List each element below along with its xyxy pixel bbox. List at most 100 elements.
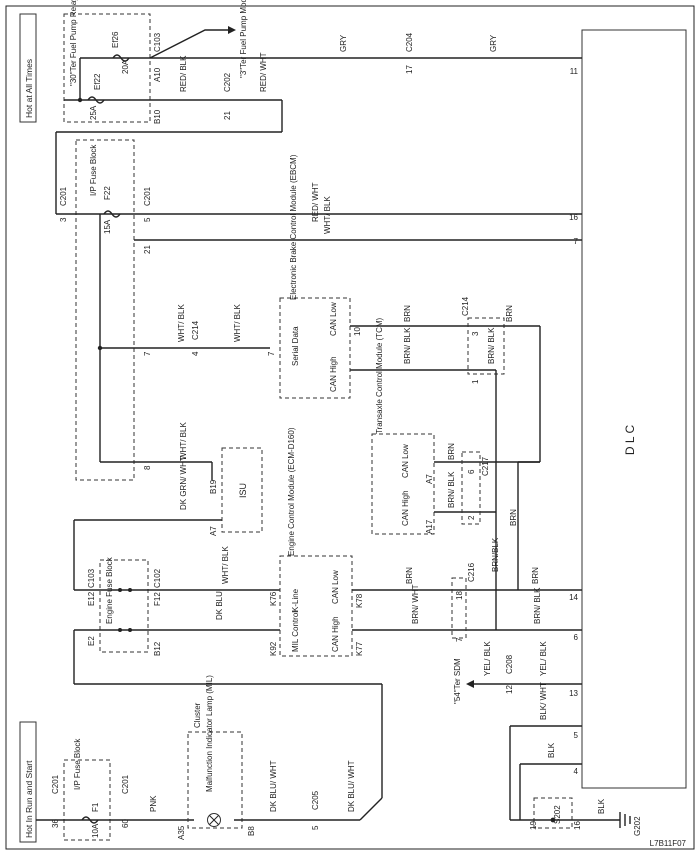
pin-a10: A10 (153, 67, 162, 82)
wire-label-brn-blk-tcm: BRN/ BLK (447, 471, 456, 508)
pin-e12: E12 (87, 591, 96, 606)
wire-label-brn-blk-c214: BRN/ BLK (487, 327, 496, 364)
arrow-fuel-pump-module (228, 26, 236, 34)
pin-1-c214: 1 (471, 379, 480, 384)
ecm-label: Engine Control Module (ECM-D160) (287, 427, 296, 556)
isu-outline (221, 447, 263, 533)
pin-f12: F12 (153, 592, 162, 606)
wire-label-red-wht-16: RED/ WHT (311, 182, 320, 222)
pin-60: 60 (121, 819, 130, 828)
pin-3-c214: 3 (471, 331, 480, 336)
hot-in-run-label: Hot In Run and Start (24, 760, 34, 838)
wire-label-brn-tcm: BRN (447, 443, 456, 460)
pin-16-s202: 16 (573, 821, 582, 830)
fuse-f1-label: F1 (91, 802, 100, 812)
pin-2-c217: 2 (467, 515, 476, 520)
ip-fuse-block-bottom-label: I/P Fuse Block (73, 738, 82, 790)
mil-lamp-label: Malfunction Indicator Lamp (MIL) (205, 675, 214, 792)
wire-label-brn-ecm: BRN (405, 567, 414, 584)
ecm-can-high: CAN High (331, 616, 340, 652)
connector-c201-bottom-right: C201 (121, 774, 130, 794)
ip-fuse-block-label: I/P Fuse Block (89, 144, 98, 196)
dlc-pin-6: 6 (574, 633, 579, 642)
wire-label-brn-vert: BRN (509, 509, 518, 526)
power-box-hot-in-run (19, 721, 37, 843)
pin-k76: K76 (269, 591, 278, 606)
diagram-border (5, 5, 695, 850)
connector-c201-left: C201 (59, 186, 68, 206)
fuse-ef26-symbol (112, 54, 130, 62)
pin-21-top: 21 (223, 111, 232, 120)
wire-label-yel-blk-2: YEL/ BLK (539, 641, 548, 676)
ebcm-can-low: CAN Low (329, 302, 338, 336)
wire-label-brn-wht: BRN/ WHT (411, 584, 420, 624)
dlc-pin-5: 5 (574, 731, 579, 740)
pin-8-ip: 8 (143, 465, 152, 470)
terminal-dot-2 (128, 588, 132, 592)
connector-c201-right: C201 (143, 186, 152, 206)
sdm-label: "54"Ter SDM (453, 658, 462, 704)
connector-c103-top: C103 (153, 32, 162, 52)
splice-dot-ebcm (97, 345, 103, 351)
cluster-label: Cluster (193, 702, 202, 728)
pin-7-ip: 7 (143, 351, 152, 356)
ip-fuse-block-outline (75, 139, 135, 481)
ecm-kline: K-Line (291, 588, 300, 612)
tcm-can-low: CAN Low (401, 444, 410, 478)
pin-a7-tcm: A7 (425, 474, 434, 484)
engine-fuse-block-top-outline (63, 13, 151, 123)
connector-c205: C205 (311, 790, 320, 810)
tcm-can-high: CAN High (401, 490, 410, 526)
c214-right-outline (467, 317, 505, 375)
ebcm-can-high: CAN High (329, 356, 338, 392)
dlc-box (581, 29, 687, 789)
ecm-outline (279, 555, 353, 657)
fuse-f22-symbol (103, 210, 121, 218)
pin-36: 36 (51, 819, 60, 828)
tcm-outline (371, 433, 435, 535)
wire-label-dk-blu-wht-2: DK BLU/ WHT (347, 760, 356, 812)
s202-outline (533, 797, 573, 829)
dlc-pin-16: 16 (569, 213, 578, 222)
wire-label-wht-blk-kline: WHT/ BLK (221, 546, 230, 584)
wire-label-brn-blk-ebcm: BRN/ BLK (403, 327, 412, 364)
wire-label-brn-dlc: BRN (531, 567, 540, 584)
c217-outline (461, 451, 481, 525)
hot-at-all-times-label: Hot at All Times (24, 59, 34, 118)
pin-a35: A35 (177, 825, 186, 840)
pin-18: 18 (455, 591, 464, 600)
wire-label-wht-blk-isu: WHT/ BLK (179, 422, 188, 460)
ip-fuse-block-bottom-outline (63, 759, 111, 841)
ebcm-serial: Serial Data (291, 326, 300, 366)
wire-label-blk-wht: BLK/ WHT (539, 682, 548, 720)
fuel-pump-relay-label: "30"Ter Fuel Pump Relay (69, 0, 78, 86)
fuse-f1-amp: 10A (91, 823, 100, 838)
pin-b8: B8 (247, 826, 256, 836)
connector-c103-left: C103 (87, 568, 96, 588)
connector-c216: C216 (467, 562, 476, 582)
fuse-ef22-label: Ef22 (93, 73, 102, 90)
wire-label-gry-2: GRY (489, 34, 498, 52)
wire-label-brn-c214: BRN (505, 305, 514, 322)
wire-dk-blu-wht-join (359, 797, 383, 821)
wire-label-gry-1: GRY (339, 34, 348, 52)
g202-label: G202 (633, 816, 642, 836)
ebcm-outline (279, 297, 351, 399)
dlc-pin-11: 11 (570, 67, 579, 76)
splice-dot (77, 97, 83, 103)
pin-6-c217: 6 (467, 469, 476, 474)
fuse-ef22-amp: 25A (89, 105, 98, 120)
figure-id: L7B11F07 (650, 839, 687, 848)
pin-k92: K92 (269, 641, 278, 656)
pin-7-c216: 7 (455, 637, 464, 642)
wire-label-brn-ebcm: BRN (403, 305, 412, 322)
fuse-ef22-symbol (87, 96, 105, 104)
terminal-dot-1 (118, 588, 122, 592)
connector-c102: C102 (153, 568, 162, 588)
ecm-mil: MIL Control (291, 611, 300, 652)
pin-12: 12 (505, 685, 514, 694)
mil-lamp-cross-2 (209, 815, 219, 825)
terminal-dot-3 (118, 628, 122, 632)
pin-b10: B10 (153, 109, 162, 124)
